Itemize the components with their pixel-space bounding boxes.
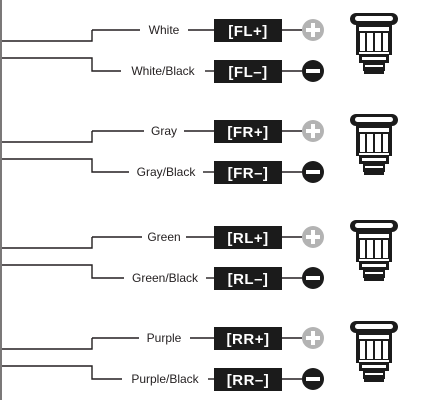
- terminal-label-negative: [FR–]: [228, 165, 269, 182]
- terminal-box-positive: [RL+]: [214, 226, 282, 249]
- terminal-box-negative: [FR–]: [214, 161, 282, 184]
- plus-circle-icon: [302, 120, 324, 142]
- terminal-box-negative: [RR–]: [214, 368, 282, 391]
- terminal-box-negative: [RL–]: [214, 267, 282, 290]
- channel-group-2: Green Green/Black [RL+] [RL–]: [2, 220, 398, 290]
- wire-label-negative: Purple/Black: [131, 372, 199, 386]
- minus-circle-icon: [302, 60, 324, 82]
- plus-circle-icon: [302, 19, 324, 41]
- wire-route-negative: [2, 264, 302, 279]
- wire-route-negative: [2, 57, 302, 72]
- terminal-box-positive: [FR+]: [214, 120, 282, 143]
- terminal-label-negative: [FL–]: [228, 64, 267, 81]
- wire-route-negative: [2, 365, 302, 380]
- terminal-label-positive: [RL+]: [227, 230, 268, 247]
- plus-circle-icon: [302, 327, 324, 349]
- terminal-label-negative: [RL–]: [228, 271, 269, 288]
- channel-group-3: Purple Purple/Black [RR+] [RR–]: [2, 321, 398, 391]
- wire-route-positive: [2, 29, 302, 42]
- terminal-box-positive: [FL+]: [214, 19, 282, 42]
- terminal-box-negative: [FL–]: [214, 60, 282, 83]
- wire-route-positive: [2, 130, 302, 143]
- channel-group-0: White White/Black [FL+] [FL–]: [2, 13, 398, 83]
- terminal-label-positive: [FR+]: [227, 124, 268, 141]
- minus-circle-icon: [302, 368, 324, 390]
- terminal-label-negative: [RR–]: [227, 372, 270, 389]
- wire-label-positive: Purple: [147, 331, 182, 345]
- terminal-label-positive: [FL+]: [228, 23, 268, 40]
- wire-label-negative: White/Black: [131, 64, 195, 78]
- wire-label-negative: Gray/Black: [137, 165, 197, 179]
- minus-circle-icon: [302, 161, 324, 183]
- minus-circle-icon: [302, 267, 324, 289]
- terminal-box-positive: [RR+]: [214, 327, 282, 350]
- wire-label-positive: Green: [147, 230, 180, 244]
- plus-circle-icon: [302, 226, 324, 248]
- wire-route-positive: [2, 337, 302, 350]
- wire-label-positive: Gray: [151, 124, 177, 138]
- wire-label-negative: Green/Black: [132, 271, 199, 285]
- speaker-icon: [350, 220, 398, 281]
- wire-route-negative: [2, 158, 302, 173]
- terminal-label-positive: [RR+]: [227, 331, 270, 348]
- speaker-icon: [350, 13, 398, 74]
- channel-group-1: Gray Gray/Black [FR+] [FR–]: [2, 114, 398, 184]
- wire-label-positive: White: [149, 23, 180, 37]
- speaker-icon: [350, 114, 398, 175]
- speaker-icon: [350, 321, 398, 382]
- wire-route-positive: [2, 236, 302, 249]
